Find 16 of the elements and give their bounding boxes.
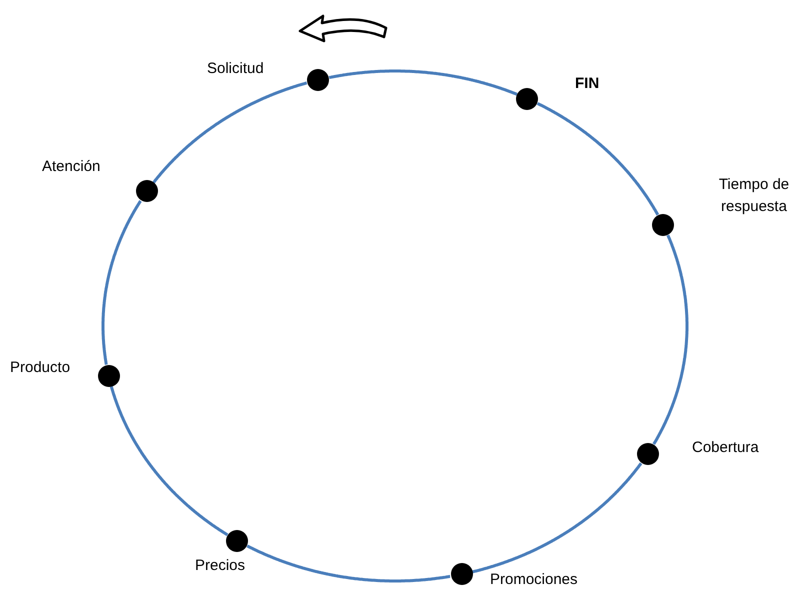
node-label: Solicitud <box>207 59 264 79</box>
node-label: Tiempo de respuesta <box>718 175 790 217</box>
node-label: Promociones <box>490 570 578 590</box>
arc-line <box>472 462 642 574</box>
arc-line <box>536 102 660 216</box>
arc-line <box>246 544 451 582</box>
arc-line <box>328 70 518 96</box>
arc-line <box>102 200 142 366</box>
node-label: FIN <box>574 74 600 94</box>
arc-line <box>110 386 228 536</box>
arc-line <box>652 234 688 445</box>
node-label: Atención <box>42 157 100 177</box>
node-label: Precios <box>195 556 246 576</box>
arc-line <box>152 81 308 184</box>
node-label: Cobertura <box>692 438 759 458</box>
node-label: Producto <box>10 358 70 378</box>
